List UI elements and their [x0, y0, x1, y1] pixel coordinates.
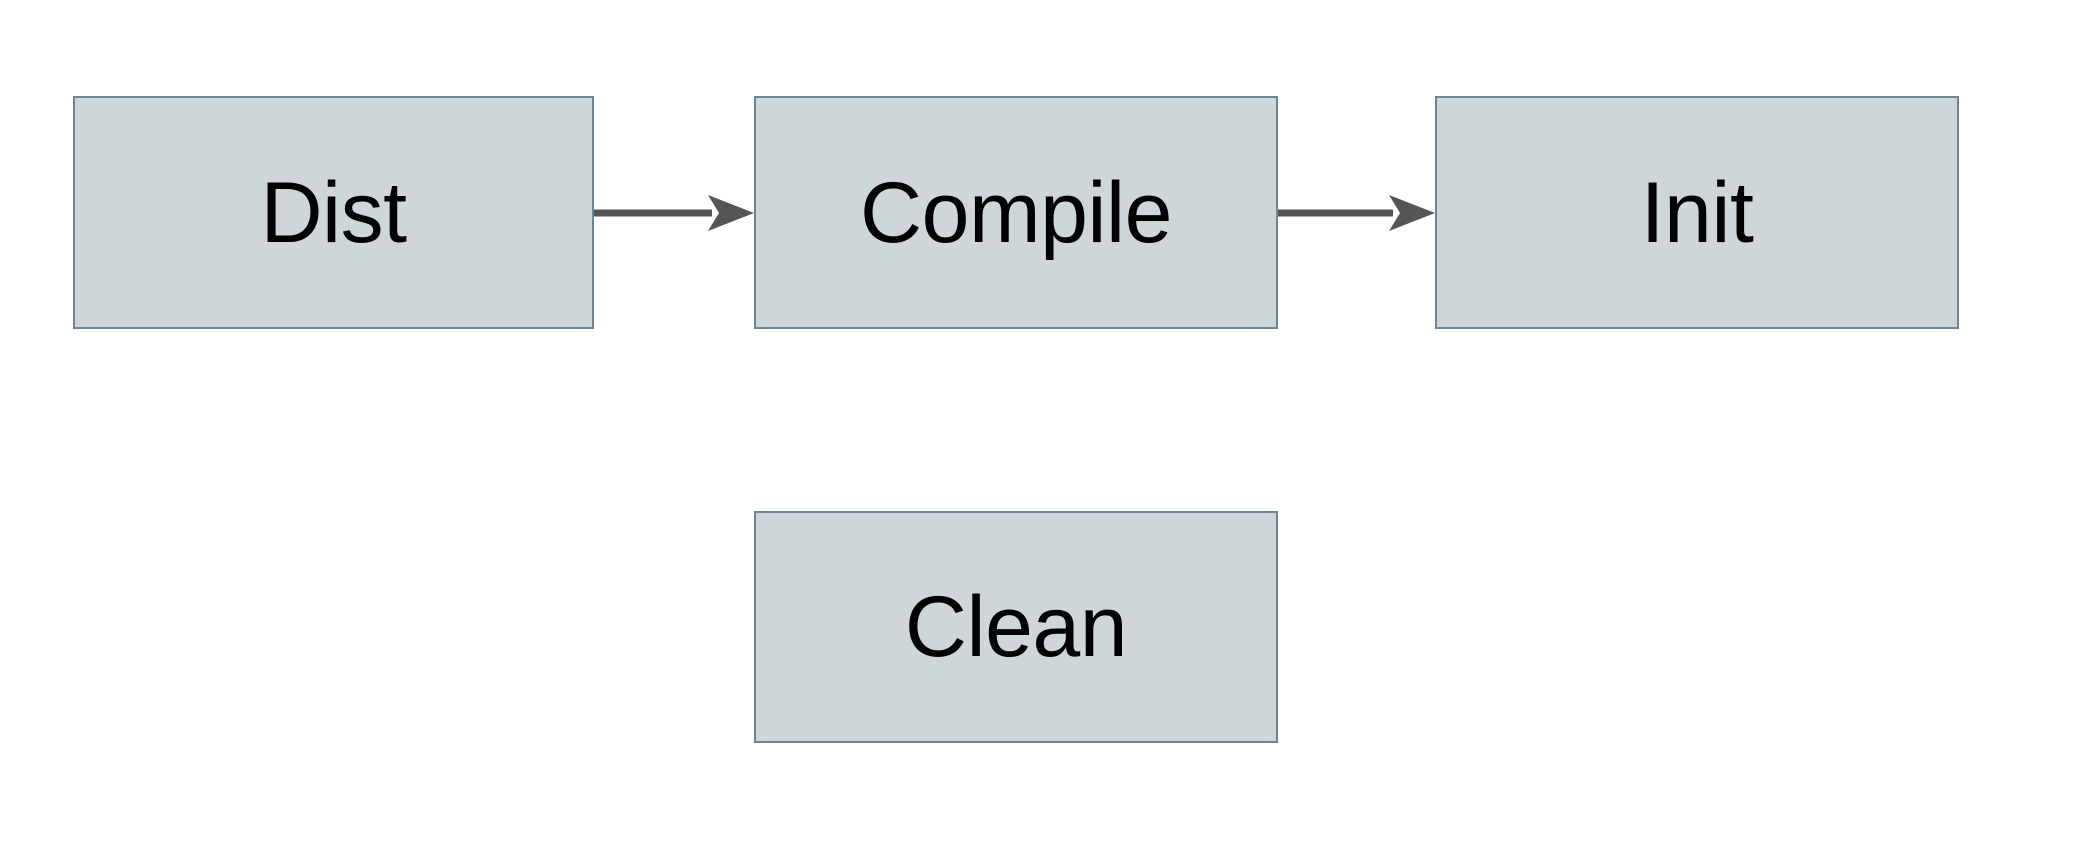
- node-dist[interactable]: Dist: [73, 96, 594, 329]
- arrowhead-icon: [708, 195, 754, 231]
- node-label: Compile: [860, 164, 1172, 261]
- node-label: Init: [1640, 164, 1754, 261]
- arrowhead-icon: [1389, 195, 1435, 231]
- node-label: Clean: [904, 579, 1128, 675]
- edge-compile-to-init: [1278, 195, 1435, 231]
- node-clean[interactable]: Clean: [754, 511, 1278, 743]
- edge-dist-to-compile: [594, 195, 754, 231]
- node-init[interactable]: Init: [1435, 96, 1959, 329]
- node-label: Dist: [260, 164, 407, 261]
- node-compile[interactable]: Compile: [754, 96, 1278, 329]
